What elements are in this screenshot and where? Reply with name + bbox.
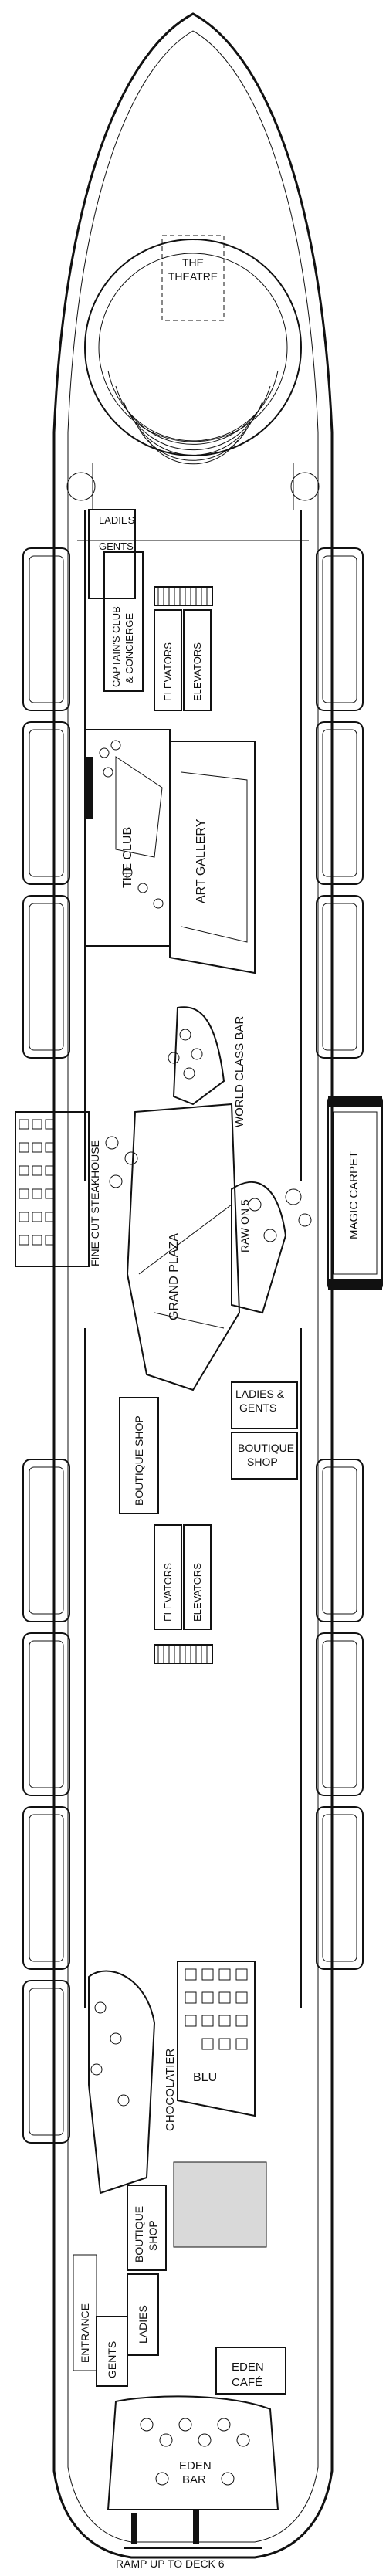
boutique-shop-3-label-1: BOUTIQUE [133,2206,145,2262]
chocolatier[interactable]: CHOCOLATIER [88,1970,177,2195]
elevators-fwd-label-1: ELEVATORS [162,642,174,701]
ladies-gents-mid-label-1: LADIES & [235,1388,285,1400]
eden-cafe-label-2: CAFÉ [232,2376,262,2389]
boutique-shop-1-label: BOUTIQUE SHOP [133,1415,145,1506]
raw-on-5-label: RAW ON 5 [239,1199,251,1252]
grand-plaza[interactable]: GRAND PLAZA [126,1103,241,1391]
eden-bar-label-1: EDEN [179,2459,212,2473]
theatre-label-1: THE [182,256,204,269]
boutique-shop-aft[interactable]: BOUTIQUE SHOP [127,2185,167,2271]
world-class-bar[interactable]: WORLD CLASS BAR [168,1006,246,1127]
the-club[interactable]: THE CLUB [84,729,171,947]
theatre-stage [161,235,225,321]
elevators-aft-label-2: ELEVATORS [191,1563,203,1622]
aft-elevators[interactable]: ELEVATORS ELEVATORS [154,1524,213,1664]
boutique-shop-2-label-1: BOUTIQUE [238,1442,294,1454]
world-class-bar-label: WORLD CLASS BAR [233,1016,246,1127]
magic-carpet[interactable]: MAGIC CARPET [327,1096,383,1290]
ladies-gents-mid-label-2: GENTS [239,1402,276,1414]
fine-cut-steakhouse[interactable]: FINE CUT STEAKHOUSE [15,1111,138,1267]
forward-restrooms[interactable]: LADIES GENTS [88,509,136,599]
art-gallery-label: ART GALLERY [195,819,208,903]
boutique-shop-3-label-2: SHOP [147,2220,159,2251]
blu-restaurant[interactable]: BLU [177,1961,256,2117]
captains-club[interactable]: CAPTAIN'S CLUB & CONCIERGE [103,551,144,692]
entrance[interactable]: ENTRANCE [73,2254,97,2371]
elevators-fwd-label-2: ELEVATORS [191,642,203,701]
boutique-shop-port[interactable]: BOUTIQUE SHOP [119,1397,159,1514]
captains-club-label-1: CAPTAIN'S CLUB [110,606,122,687]
forward-elevators[interactable]: ELEVATORS ELEVATORS [154,586,213,711]
boutique-shop-starboard[interactable]: BOUTIQUE SHOP [231,1432,298,1480]
blu-label: BLU [193,2071,217,2084]
magic-carpet-label: MAGIC CARPET [347,1151,361,1239]
ramp-label: RAMP UP TO DECK 6 [116,2557,225,2570]
grand-plaza-label: GRAND PLAZA [168,1233,181,1320]
theatre-area[interactable]: THE THEATRE [66,235,320,510]
ladies-aft-label: LADIES [137,2305,149,2344]
chocolatier-label: CHOCOLATIER [164,2049,177,2131]
eden-bar[interactable]: EDEN BAR [107,2395,279,2510]
eden-cafe[interactable]: EDEN CAFÉ [215,2347,286,2395]
ship-hull [52,12,334,2559]
eden-cafe-label-1: EDEN [232,2361,264,2374]
captains-club-label-2: & CONCIERGE [124,613,135,683]
ladies-fwd-label: LADIES [99,514,135,526]
art-gallery[interactable]: ART GALLERY [169,741,256,974]
raw-on-5[interactable]: RAW ON 5 [231,1181,312,1314]
mid-restrooms[interactable]: LADIES & GENTS [231,1381,298,1429]
gents-fwd-label: GENTS [99,541,134,552]
aft-atrium-block [173,2161,267,2248]
aft-ramp[interactable]: RAMP UP TO DECK 6 [116,2510,262,2570]
theatre-label-2: THEATRE [168,270,218,283]
boutique-shop-2-label-2: SHOP [247,1456,278,1468]
lifeboats-port [22,547,70,2144]
entrance-label: ENTRANCE [79,2303,91,2363]
the-club-label: THE CLUB [121,827,134,888]
aft-restrooms[interactable]: LADIES GENTS [96,2273,159,2387]
gents-aft-label: GENTS [106,2341,118,2378]
lifeboats-starboard [316,547,364,1970]
eden-bar-label-2: BAR [182,2473,206,2486]
fine-cut-label: FINE CUT STEAKHOUSE [89,1140,101,1266]
elevators-aft-label-1: ELEVATORS [162,1563,174,1622]
